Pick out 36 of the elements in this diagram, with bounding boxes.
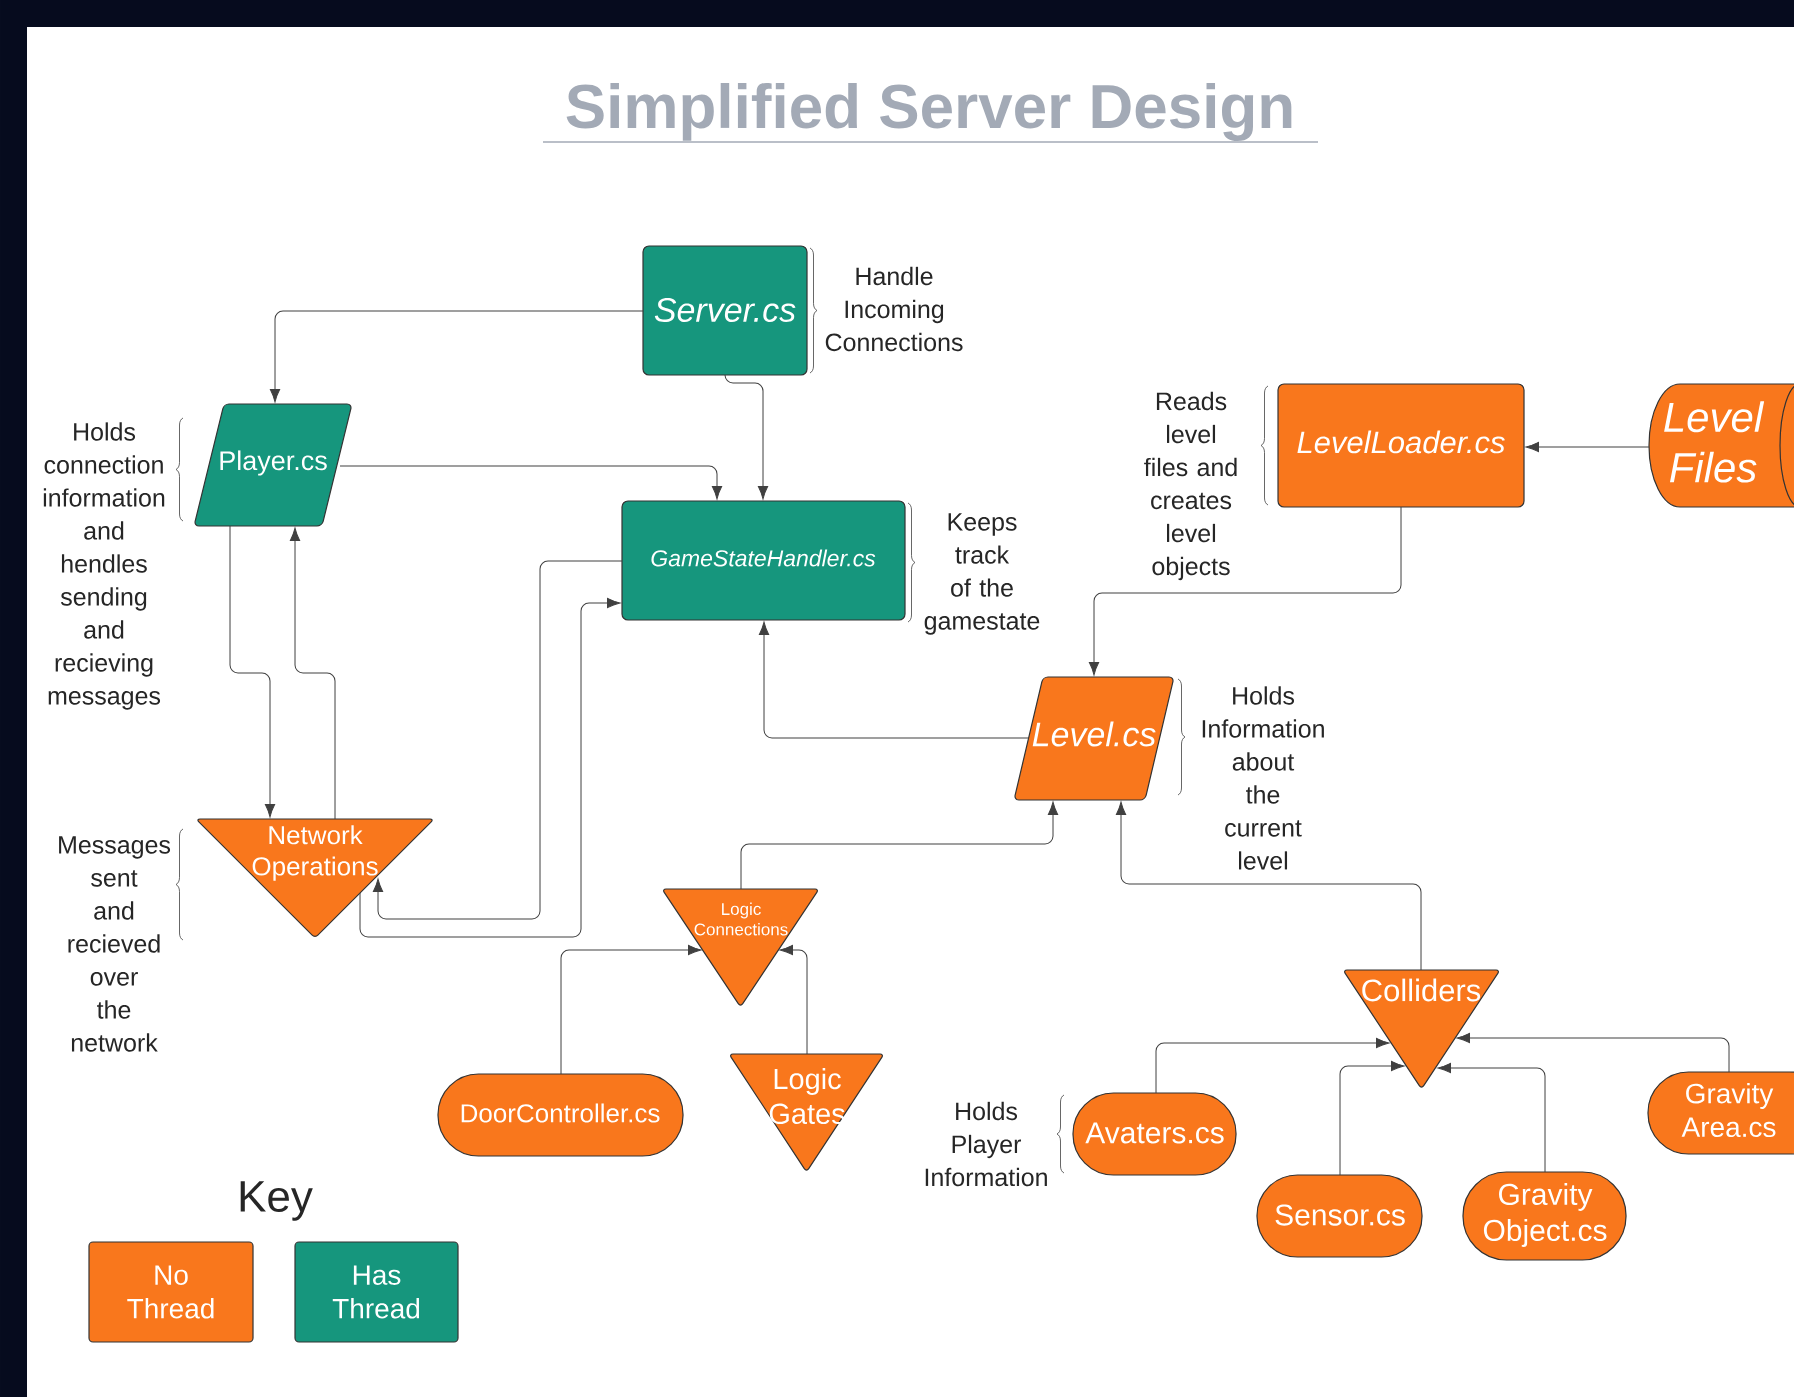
title: Simplified Server Design (542, 83, 1319, 143)
arrow (1525, 441, 1650, 453)
arrow (1115, 801, 1422, 971)
arrow (1456, 1032, 1730, 1073)
parallelogram-box: Level.cs (1014, 676, 1174, 801)
rounded-box: Gravity Area.cs (1647, 1071, 1794, 1155)
arrow (779, 944, 808, 1055)
rounded-box: DoorController.cs (437, 1073, 684, 1157)
arrow (740, 801, 1059, 890)
annotation-text: Keeps track of the gamestate (924, 513, 1040, 635)
arrow (1339, 1060, 1405, 1176)
annotation-text: Reads level files and creates level objects (1144, 391, 1237, 581)
arrow (359, 597, 621, 938)
arrow (560, 944, 702, 1075)
arrow (269, 310, 644, 403)
annotation-text: Messages sent and recieved over the network (59, 836, 171, 1052)
annotation-text: Holds Information about the current level (1202, 686, 1324, 870)
process-box: LevelLoader.cs (1277, 383, 1525, 508)
annotation-text: Holds Player Information (925, 1101, 1047, 1187)
arrow (724, 374, 769, 500)
arrow (1155, 1037, 1390, 1094)
annotation-text: Handle Incoming Connections (825, 266, 963, 352)
annotation-text: Holds connection information and hendles sending and recieving messages (43, 422, 165, 710)
arrow (1437, 1062, 1546, 1173)
arrow (1088, 506, 1402, 676)
arrow (229, 525, 276, 818)
key-heading: Key (240, 1181, 313, 1221)
process-box: Server.cs (642, 245, 808, 376)
legend-box: No Thread (88, 1241, 254, 1343)
process-box: GameStateHandler.cs (621, 500, 906, 621)
arrow (289, 527, 336, 820)
arrow (372, 560, 623, 920)
arrow (758, 621, 1030, 739)
legend-box: Has Thread (294, 1241, 459, 1343)
parallelogram-box: Player.cs (194, 403, 352, 527)
arrow (339, 465, 723, 500)
